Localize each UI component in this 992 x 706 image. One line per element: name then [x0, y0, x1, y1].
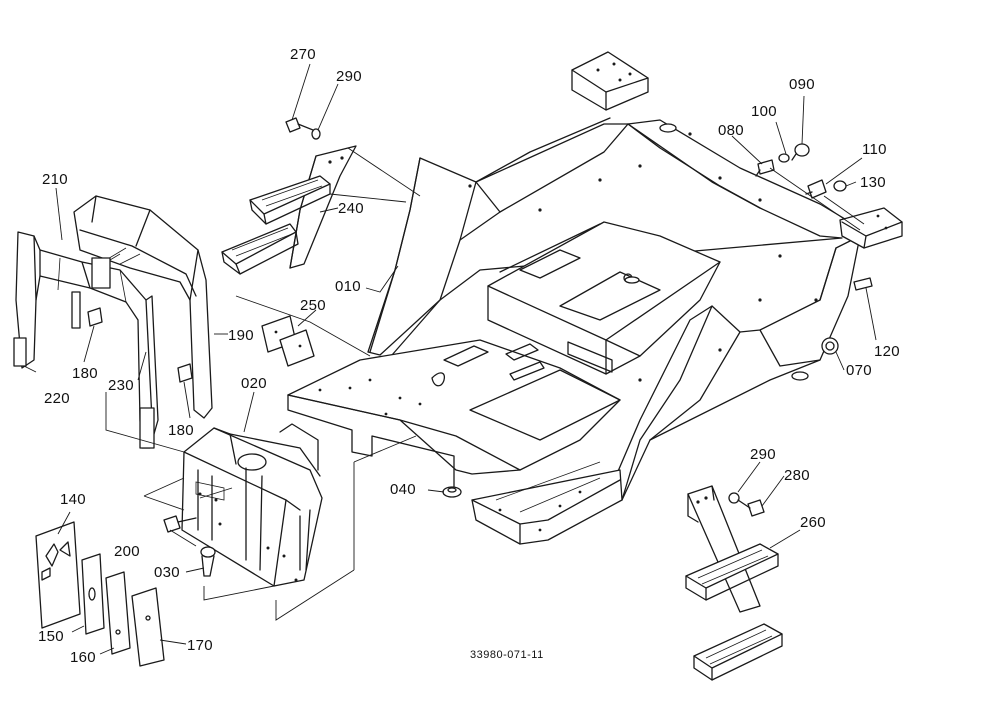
bolt-200: [163, 515, 197, 533]
label-100: 100: [751, 103, 777, 120]
grommet-070: [821, 337, 839, 355]
label-020: 020: [241, 375, 267, 392]
spacer-100: [778, 153, 790, 163]
left-step-240: [221, 145, 357, 275]
label-230: 230: [108, 377, 134, 394]
right-step-260: [685, 485, 783, 681]
panel-frame-190: [73, 195, 213, 419]
part-labels: 010 020 030 040 070 080 090 100 110 120 …: [38, 46, 900, 666]
label-180-upper: 180: [72, 365, 98, 382]
assembly-lines: [105, 147, 865, 621]
label-070: 070: [846, 362, 872, 379]
label-170: 170: [187, 637, 213, 654]
grommet-040: [442, 486, 462, 498]
label-130: 130: [860, 174, 886, 191]
knob-090: [791, 143, 810, 161]
label-140: 140: [60, 491, 86, 508]
label-240: 240: [338, 200, 364, 217]
front-panel-frame-210: [13, 231, 159, 449]
cover-140: [35, 521, 81, 629]
label-290-lower: 290: [750, 446, 776, 463]
cushion-180-lower: [177, 363, 193, 383]
label-040: 040: [390, 481, 416, 498]
plate-250: [261, 315, 315, 367]
label-150: 150: [38, 628, 64, 645]
main-frame-010: [287, 51, 903, 545]
label-180-lower: 180: [168, 422, 194, 439]
label-200: 200: [114, 543, 140, 560]
bolt-030: [200, 546, 216, 577]
label-280: 280: [784, 467, 810, 484]
label-080: 080: [718, 122, 744, 139]
bolt-280: [737, 499, 765, 517]
drawing-code: 33980-071-11: [470, 649, 544, 661]
cover-170: [131, 587, 165, 667]
label-270: 270: [290, 46, 316, 63]
nut-130: [833, 180, 847, 192]
washer-290-lower: [728, 492, 740, 504]
washer-290-upper: [311, 128, 321, 140]
cushion-180-upper: [87, 307, 103, 327]
label-290-upper: 290: [336, 68, 362, 85]
label-030: 030: [154, 564, 180, 581]
label-090: 090: [789, 76, 815, 93]
label-160: 160: [70, 649, 96, 666]
leader-lines: [23, 63, 877, 655]
label-250: 250: [300, 297, 326, 314]
label-220: 220: [44, 390, 70, 407]
switch-080: [755, 159, 775, 177]
pad-120: [853, 277, 873, 291]
label-190: 190: [228, 327, 254, 344]
cover-150: [81, 553, 105, 635]
label-210: 210: [42, 171, 68, 188]
cover-160: [105, 571, 131, 655]
label-110: 110: [862, 141, 887, 158]
bracket-assembly-020: [181, 423, 323, 587]
label-260: 260: [800, 514, 826, 531]
label-120: 120: [874, 343, 900, 360]
label-010: 010: [335, 278, 361, 295]
